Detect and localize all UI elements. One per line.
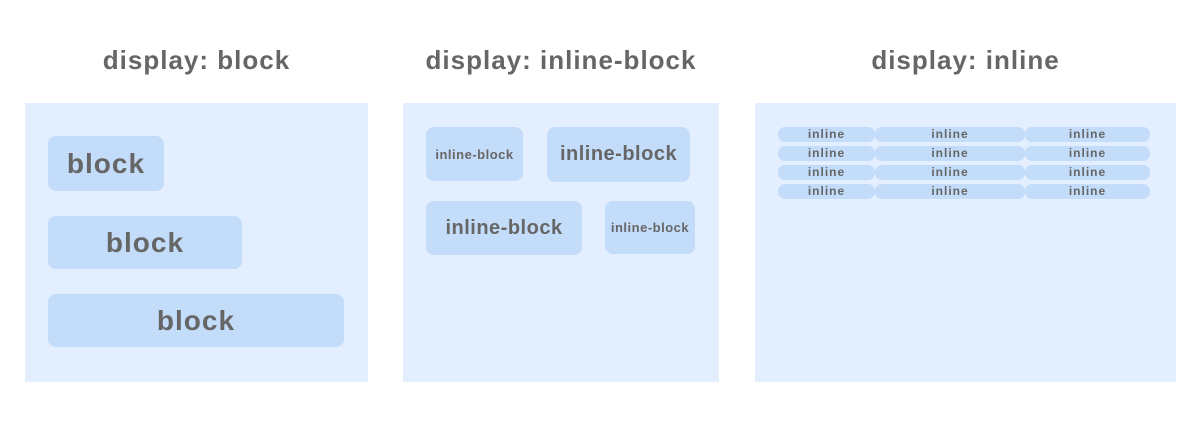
inline-item: inline <box>778 184 875 199</box>
inline-block-item: inline-block <box>605 201 695 254</box>
inline-item: inline <box>875 165 1025 180</box>
inline-item: inline <box>875 184 1025 199</box>
panel-title-inline: display: inline <box>871 45 1060 75</box>
block-item: block <box>48 216 242 269</box>
inline-block-row: inline-block inline-block <box>426 127 719 182</box>
inline-item: inline <box>1025 127 1150 142</box>
panel-title-block: display: block <box>102 45 291 75</box>
inline-row: inline inline inline <box>778 184 1176 199</box>
inline-item: inline <box>778 146 875 161</box>
inline-item: inline <box>1025 165 1150 180</box>
inline-item: inline <box>1025 146 1150 161</box>
inline-block-item: inline-block <box>426 127 523 181</box>
inline-item: inline <box>778 165 875 180</box>
inline-block-item: inline-block <box>547 127 690 182</box>
inline-item: inline <box>875 146 1025 161</box>
panel-title-inline-block: display: inline-block <box>425 45 697 75</box>
inline-row: inline inline inline <box>778 127 1176 142</box>
inline-container: inline inline inline inline inline inlin… <box>755 103 1176 382</box>
inline-block-item: inline-block <box>426 201 582 255</box>
inline-block-row: inline-block inline-block <box>426 201 719 255</box>
inline-item: inline <box>1025 184 1150 199</box>
inline-block-container: inline-block inline-block inline-block i… <box>403 103 719 382</box>
inline-item: inline <box>875 127 1025 142</box>
inline-item: inline <box>778 127 875 142</box>
inline-row: inline inline inline <box>778 165 1176 180</box>
inline-row: inline inline inline <box>778 146 1176 161</box>
block-item: block <box>48 136 164 191</box>
block-item: block <box>48 294 344 347</box>
block-container: block block block <box>25 103 368 382</box>
